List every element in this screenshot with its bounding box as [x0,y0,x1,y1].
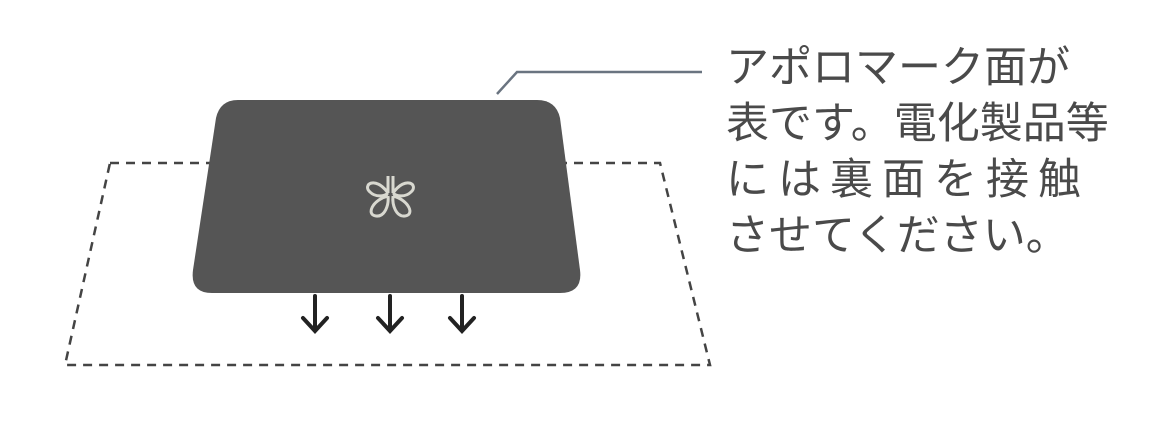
caption-line: 表です。電化製品等 [726,99,1109,149]
arrow-down-icon [301,294,476,334]
contact-surface-outline [63,161,712,367]
caption-line: アポロマーク面が [726,43,1070,93]
leader-line [496,70,702,95]
caption-line: させてください。 [726,211,1069,261]
caption-line: には裏面を接触 [726,155,1090,205]
apollo-mark-icon [366,176,415,218]
caption: アポロマーク面が 表です。電化製品等 には裏面を接触 させてください。 [726,40,1109,264]
